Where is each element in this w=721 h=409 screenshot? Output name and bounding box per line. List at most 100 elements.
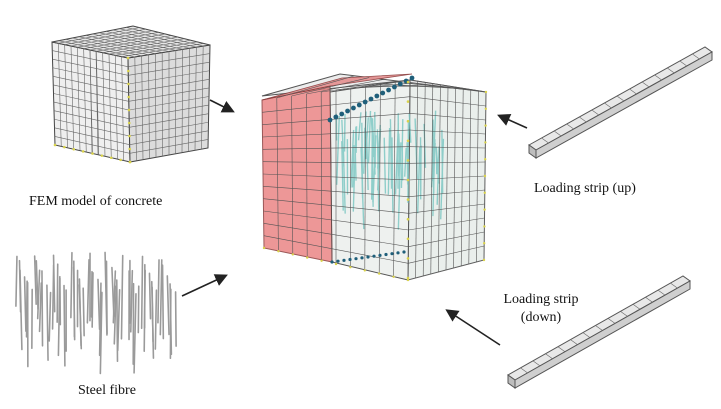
mesh-node <box>483 259 485 261</box>
load-node <box>363 100 368 105</box>
mesh-node <box>82 150 85 153</box>
embedded-fibre <box>392 137 393 212</box>
mesh-node <box>407 140 410 143</box>
mesh-node <box>407 238 410 241</box>
steel-fibre <box>158 260 159 323</box>
mesh-node <box>392 276 394 278</box>
steel-fibre <box>142 256 143 328</box>
load-node <box>380 91 385 96</box>
load-node <box>374 94 379 99</box>
mesh-node <box>407 81 410 84</box>
mesh-node <box>110 156 113 159</box>
load-node <box>402 250 405 253</box>
load-node <box>342 259 345 262</box>
arrow-concrete-to-model <box>210 100 232 111</box>
steel-fibre <box>167 276 169 335</box>
steel-fibre <box>144 270 145 351</box>
mesh-node <box>320 260 322 262</box>
mesh-node <box>484 192 486 194</box>
label-loading-strip-down-line2: (down) <box>486 309 596 327</box>
load-node <box>378 254 381 257</box>
mesh-node <box>91 152 94 155</box>
mesh-node <box>485 108 487 110</box>
mesh-node <box>483 208 485 210</box>
mesh-node <box>484 175 486 177</box>
load-node <box>396 251 399 254</box>
steel-fibre <box>71 253 72 318</box>
label-loading-strip-up: Loading strip (up) <box>534 180 636 198</box>
mesh-node <box>128 148 131 151</box>
load-node <box>339 112 344 117</box>
load-node <box>345 109 350 114</box>
steel-fibre-cloud <box>16 252 176 373</box>
load-node <box>357 103 362 108</box>
steel-fibre <box>155 290 156 349</box>
mesh-node <box>378 272 380 274</box>
load-node <box>398 82 403 87</box>
mesh-node <box>407 279 409 281</box>
load-node <box>369 97 374 102</box>
embedded-fibre <box>353 145 354 187</box>
mesh-node <box>127 57 130 60</box>
mesh-node <box>483 242 485 244</box>
mesh-node <box>101 154 104 157</box>
mesh-node <box>292 253 294 255</box>
mesh-node <box>128 135 131 138</box>
steel-fibre <box>25 277 26 331</box>
mesh-node <box>129 161 132 164</box>
embedded-fibre <box>372 142 373 207</box>
steel-fibre <box>49 293 50 341</box>
mesh-node <box>484 124 486 126</box>
mesh-node <box>364 269 366 271</box>
load-node <box>348 258 351 261</box>
loading-strip-up <box>529 47 712 158</box>
steel-fibre <box>121 256 122 339</box>
mesh-node <box>54 144 57 147</box>
steel-fibre <box>160 260 161 335</box>
mesh-node <box>277 250 279 252</box>
mesh-node <box>128 122 131 125</box>
steel-fibre <box>106 261 107 333</box>
steel-fibre <box>163 265 164 338</box>
load-node <box>333 115 338 120</box>
steel-fibre <box>134 294 136 373</box>
mesh-node <box>407 100 410 103</box>
steel-fibre <box>118 290 120 351</box>
steel-fibre <box>20 270 22 349</box>
mesh-node <box>119 159 122 162</box>
mesh-node <box>407 179 410 182</box>
steel-fibre <box>47 285 48 360</box>
arrow-fibre-to-model <box>182 276 225 296</box>
concrete-fem-cube <box>52 26 210 163</box>
mesh-node <box>263 247 265 249</box>
load-node <box>392 85 397 90</box>
mesh-node <box>407 120 410 123</box>
load-node <box>390 252 393 255</box>
load-node <box>330 260 333 263</box>
steel-fibre <box>57 264 58 322</box>
mesh-node <box>72 148 75 151</box>
steel-fibre <box>38 270 40 318</box>
strip-up-side <box>536 52 712 158</box>
mesh-node <box>484 141 486 143</box>
load-node <box>410 76 415 81</box>
mesh-node <box>349 266 351 268</box>
load-node <box>372 255 375 258</box>
mesh-node <box>306 256 308 258</box>
load-node <box>328 118 333 123</box>
mesh-node <box>127 70 130 73</box>
mesh-node <box>335 263 337 265</box>
steel-fibre <box>131 271 133 332</box>
mesh-node <box>407 159 410 162</box>
load-node <box>366 255 369 258</box>
steel-fibre <box>16 256 17 306</box>
steel-fibre <box>92 273 93 327</box>
mesh-node <box>127 96 130 99</box>
mesh-node <box>407 257 410 260</box>
load-node <box>386 88 391 93</box>
assembled-fem-model <box>262 74 487 281</box>
steel-fibre <box>152 287 153 341</box>
load-node <box>360 256 363 259</box>
mesh-node <box>485 91 487 93</box>
load-node <box>384 253 387 256</box>
